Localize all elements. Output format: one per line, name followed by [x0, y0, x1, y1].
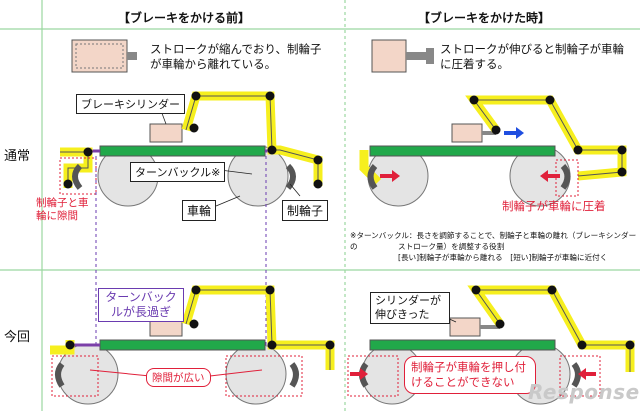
- label-brake-shoe: 制輪子: [282, 200, 329, 221]
- cylinder-extended-icon: [371, 39, 434, 73]
- turnbuckle-guides: [95, 156, 267, 345]
- label-gap-left: 制輪子と車輪に隙間: [36, 197, 89, 222]
- description-before: ストロークが縮んでおり、制輪子が車輪から離れている。: [150, 42, 322, 71]
- label-brake-cylinder: ブレーキシリンダー: [76, 94, 185, 114]
- label-turnbuckle: ターンバックル※: [130, 162, 226, 182]
- label-pressed: 制輪子が車輪に圧着: [502, 199, 606, 213]
- cylinder-retracted-icon: [71, 39, 137, 73]
- callout-cannot-press: 制輪子が車輪を押し付けることができない: [404, 356, 536, 394]
- bogie-this-time-after: [347, 285, 635, 405]
- row-label-this-time: 今回: [4, 330, 31, 345]
- callout-turnbuckle-too-long: ターンバックルが長過ぎ: [98, 288, 184, 322]
- bogie-normal-after: [359, 95, 627, 207]
- turnbuckle-note-line2: ストローク量）を調整する役割: [398, 242, 505, 251]
- callout-cylinder-extended: シリンダーが伸びきった: [370, 292, 450, 324]
- watermark: Response.: [528, 380, 640, 404]
- turnbuckle-note-line3: [長い]制輪子が車輪から離れる [短い]制輪子が車輪に近付く: [398, 253, 608, 262]
- callout-gap-wide: 隙間が広い: [146, 368, 211, 387]
- bogie-normal-before: [59, 91, 323, 207]
- turnbuckle-note-line1: ※ターンバックル：長さを調節することで、制輪子と車輪の離れ（ブレーキシンダーの: [350, 231, 637, 251]
- bogie-this-time-before: [50, 285, 335, 405]
- label-wheel: 車輪: [182, 200, 217, 221]
- header-before: 【ブレーキをかける前】: [118, 11, 251, 25]
- header-after: 【ブレーキをかけた時】: [418, 11, 551, 25]
- row-label-normal: 通常: [4, 149, 31, 164]
- description-after: ストロークが伸びると制輪子が車輪に圧着する。: [440, 42, 624, 71]
